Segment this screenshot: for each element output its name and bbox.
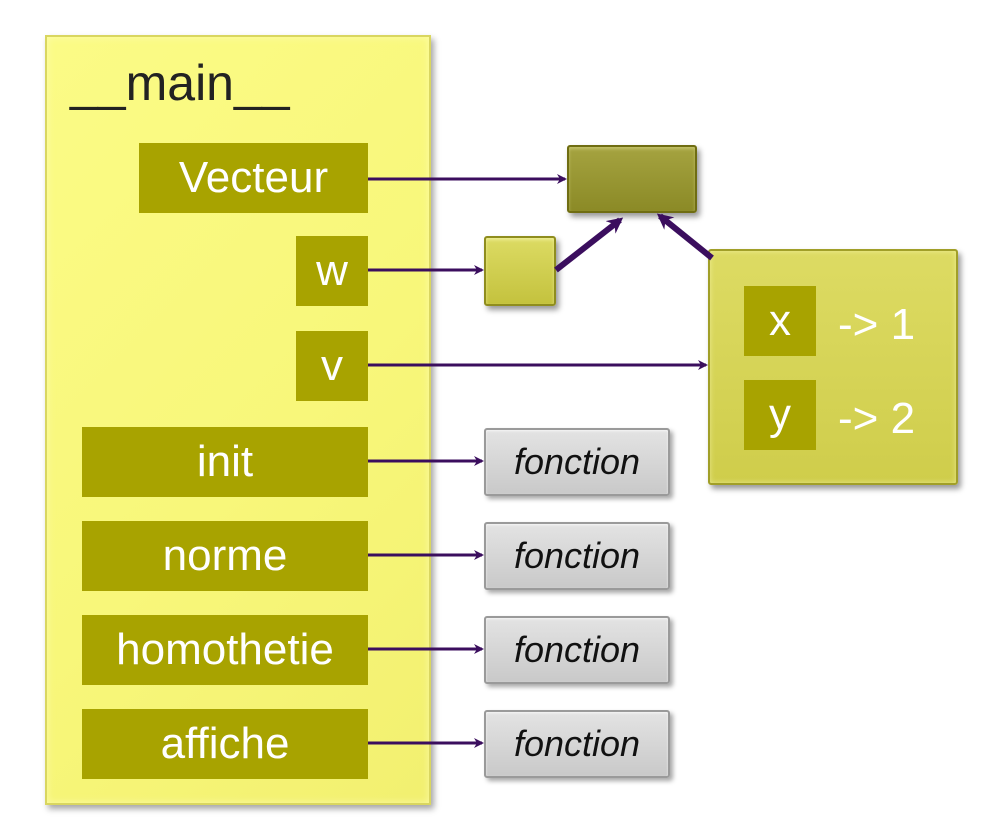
attr-value-y: -> 2 — [838, 394, 916, 443]
function-box-homothetie: fonction — [484, 616, 670, 684]
attr-key-x: x — [744, 286, 816, 356]
entry-norme: norme — [82, 521, 368, 591]
class-object-box — [567, 145, 697, 213]
entry-w: w — [296, 236, 368, 306]
function-box-init: fonction — [484, 428, 670, 496]
function-box-norme: fonction — [484, 522, 670, 590]
instance-w-box — [484, 236, 556, 306]
entry-affiche: affiche — [82, 709, 368, 779]
attr-key-y: y — [744, 380, 816, 450]
instance-v-object: x -> 1 y -> 2 — [708, 249, 958, 485]
arrow-instance-to-class — [554, 217, 624, 273]
namespace-title: __main__ — [70, 55, 290, 111]
entry-vecteur: Vecteur — [139, 143, 368, 213]
entry-homothetie: homothetie — [82, 615, 368, 685]
attr-value-x: -> 1 — [838, 300, 916, 349]
function-box-affiche: fonction — [484, 710, 670, 778]
entry-init: init — [82, 427, 368, 497]
arrow-object-to-class — [656, 213, 714, 261]
entry-v: v — [296, 331, 368, 401]
